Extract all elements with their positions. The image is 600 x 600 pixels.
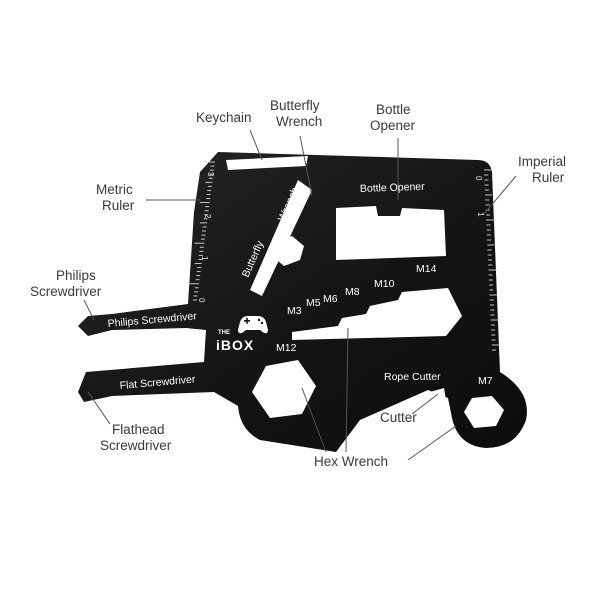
callout-metric-ruler: Metric Ruler xyxy=(96,182,135,213)
svg-text:Hex Wrench: Hex Wrench xyxy=(314,454,388,469)
engraved-bottle-opener: Bottle Opener xyxy=(360,181,426,195)
leader-flathead-screwdriver xyxy=(87,391,111,425)
metric-ruler-number: 2 xyxy=(203,214,212,219)
engraved-size: M14 xyxy=(416,263,437,275)
svg-text:Screwdriver: Screwdriver xyxy=(100,438,172,453)
engraved-labels: Butterfly Wrench Bottle Opener Philips S… xyxy=(107,181,493,392)
metric-ruler-number: 3 xyxy=(206,172,215,177)
leader-lines xyxy=(83,129,517,461)
imperial-ruler-number: 1 xyxy=(476,212,485,217)
engraved-size: M8 xyxy=(345,286,360,298)
leader-cutter-m7 xyxy=(407,425,457,461)
butterfly-wrench-hex xyxy=(272,236,304,266)
svg-text:Opener: Opener xyxy=(370,118,416,133)
svg-text:Wrench: Wrench xyxy=(276,114,322,129)
engraved-m12: M12 xyxy=(276,342,297,354)
svg-text:Philips: Philips xyxy=(56,268,96,283)
engraved-size: M6 xyxy=(323,293,338,305)
svg-text:Butterfly: Butterfly xyxy=(270,98,320,113)
metric-ruler-ticks xyxy=(189,161,215,301)
callout-hex-wrench: Hex Wrench xyxy=(314,454,388,469)
multitool-card xyxy=(78,152,527,452)
callout-imperial-ruler: Imperial Ruler xyxy=(518,154,566,185)
logo-the: THE xyxy=(218,330,230,336)
rope-cutter-notch xyxy=(430,388,446,404)
leader-keychain xyxy=(249,129,263,161)
leader-hex-wrench-b xyxy=(345,327,349,453)
leader-imperial-ruler xyxy=(483,175,517,215)
callout-butterfly-wrench: Butterfly Wrench xyxy=(270,98,322,129)
svg-text:Cutter: Cutter xyxy=(380,410,417,425)
svg-text:Flathead: Flathead xyxy=(112,422,165,437)
svg-text:Ruler: Ruler xyxy=(102,198,135,213)
engraved-size: M5 xyxy=(306,297,321,309)
svg-text:Keychain: Keychain xyxy=(196,110,252,125)
callout-cutter: Cutter xyxy=(380,410,417,425)
tool-body xyxy=(78,152,527,452)
metric-ruler-number: 1 xyxy=(200,256,209,261)
callout-philips-screwdriver: Philips Screwdriver xyxy=(30,268,102,299)
logo-ibox: iBOX xyxy=(216,337,254,353)
leader-philips-screwdriver xyxy=(83,299,95,321)
gamepad-icon xyxy=(238,316,268,334)
svg-text:Ruler: Ruler xyxy=(532,170,565,185)
engraved-size: M10 xyxy=(374,278,395,290)
svg-text:Metric: Metric xyxy=(96,182,133,197)
svg-text:Bottle: Bottle xyxy=(376,102,411,117)
callout-keychain: Keychain xyxy=(196,110,252,125)
svg-text:Imperial: Imperial xyxy=(518,154,566,169)
svg-text:Screwdriver: Screwdriver xyxy=(30,284,102,299)
callout-flathead-screwdriver: Flathead Screwdriver xyxy=(100,422,172,453)
ibox-logo: THE iBOX xyxy=(216,316,268,353)
metric-ruler-number: 0 xyxy=(197,298,206,303)
engraved-rope-cutter: Rope Cutter xyxy=(384,371,441,383)
leader-butterfly-wrench xyxy=(299,135,313,197)
engraved-size: M3 xyxy=(287,305,302,317)
leader-cutter xyxy=(411,393,439,415)
imperial-ruler-number: 0 xyxy=(474,176,483,181)
engraved-m7: M7 xyxy=(478,375,493,387)
leader-hex-wrench-a xyxy=(301,387,327,453)
callout-bottle-opener: Bottle Opener xyxy=(370,102,416,133)
